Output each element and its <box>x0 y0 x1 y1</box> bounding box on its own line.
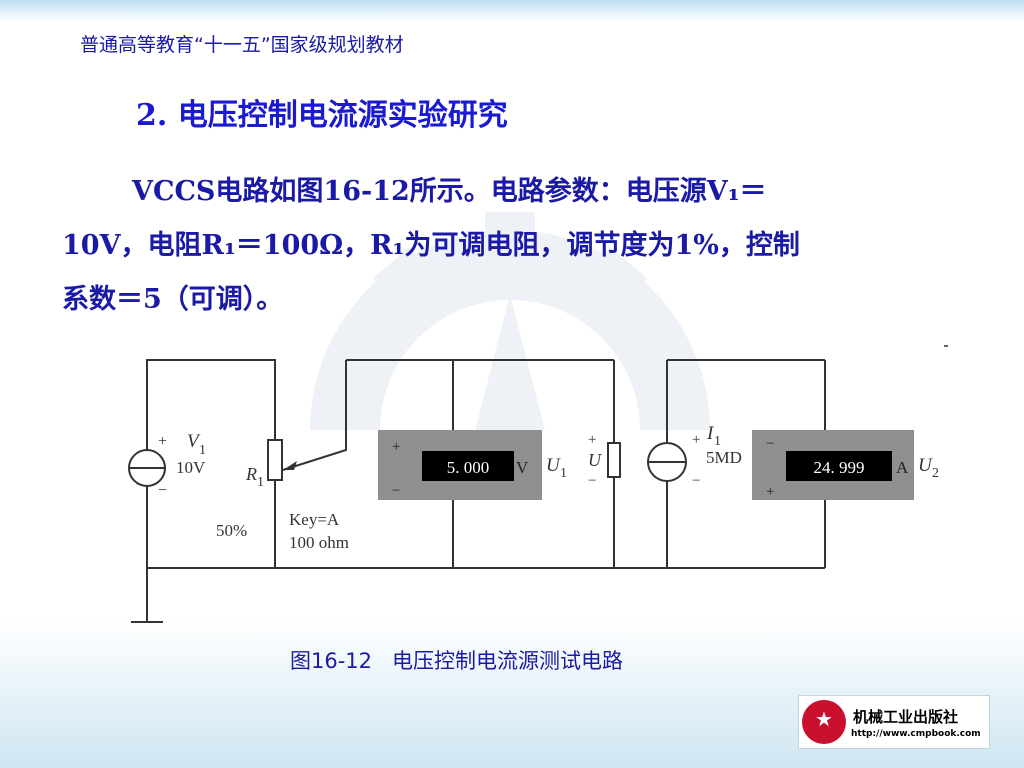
wiper-arrow-icon <box>283 461 297 470</box>
r1-value: 100 ohm <box>289 533 349 552</box>
voltmeter-u1: 5. 000 V + − U 1 <box>378 430 567 500</box>
v1-plus-label: + <box>158 433 167 450</box>
body-paragraph: VCCS电路如图16-12所示。电路参数：电压源V₁＝ 10V，电阻R₁＝100… <box>62 165 950 327</box>
r1-name: R <box>245 464 257 484</box>
control-plus: + <box>588 432 596 448</box>
control-minus: − <box>588 473 596 489</box>
voltmeter-minus: − <box>392 483 400 499</box>
i1-name: I <box>706 423 715 444</box>
ammeter-unit: A <box>896 458 909 477</box>
i1-value: 5MD <box>706 448 742 467</box>
i1-minus: − <box>692 473 700 489</box>
publisher-logo: ★ 机械工业出版社 http://www.cmpbook.com <box>798 695 990 749</box>
r1-key: Key=A <box>289 510 340 529</box>
v1-sub: 1 <box>199 443 206 458</box>
body-line-3: 系数＝5（可调）。 <box>62 284 284 315</box>
control-voltage-u: + U − <box>588 432 621 489</box>
potentiometer-r1: R 1 50% Key=A 100 ohm <box>216 439 349 552</box>
r1-sub: 1 <box>257 475 264 490</box>
i1-plus: + <box>692 432 700 448</box>
u2-sub: 2 <box>932 466 939 481</box>
ammeter-u2: 24. 999 A − + U 2 <box>752 430 939 500</box>
vccs-circuit-diagram: + − V 1 10V R 1 50% Key=A 100 ohm 5. 000… <box>128 345 948 623</box>
publisher-emblem-icon: ★ <box>802 700 846 744</box>
body-line-2: 10V，电阻R₁＝100Ω，R₁为可调电阻，调节度为1%，控制 <box>62 230 800 261</box>
control-name: U <box>588 450 602 470</box>
body-line-1: VCCS电路如图16-12所示。电路参数：电压源V₁＝ <box>132 176 767 207</box>
figure-caption: 图16-12 电压控制电流源测试电路 <box>290 649 624 673</box>
v1-value: 10V <box>176 458 206 477</box>
ammeter-minus: − <box>766 436 774 452</box>
voltage-source-v1: + − V 1 10V <box>128 431 206 499</box>
voltmeter-reading: 5. 000 <box>447 458 490 477</box>
v1-minus-label: − <box>158 482 167 499</box>
publisher-name: 机械工业出版社 <box>853 708 959 726</box>
voltmeter-plus: + <box>392 439 400 455</box>
u1-sub: 1 <box>560 466 567 481</box>
voltmeter-unit: V <box>516 458 529 477</box>
current-source-i1: + I 1 5MD − <box>647 423 742 489</box>
u1-name: U <box>546 455 561 476</box>
publisher-url: http://www.cmpbook.com <box>851 729 981 739</box>
u2-name: U <box>918 455 933 476</box>
series-title: 普通高等教育“十一五”国家级规划教材 <box>80 34 404 56</box>
ammeter-reading: 24. 999 <box>814 458 865 477</box>
i1-sub: 1 <box>714 434 721 449</box>
section-title: 2. 电压控制电流源实验研究 <box>136 98 508 133</box>
gear-watermark-icon <box>310 212 710 430</box>
top-gradient-band <box>0 0 1024 22</box>
ammeter-plus: + <box>766 484 774 500</box>
r1-percent: 50% <box>216 521 247 540</box>
v1-name: V <box>187 431 201 452</box>
